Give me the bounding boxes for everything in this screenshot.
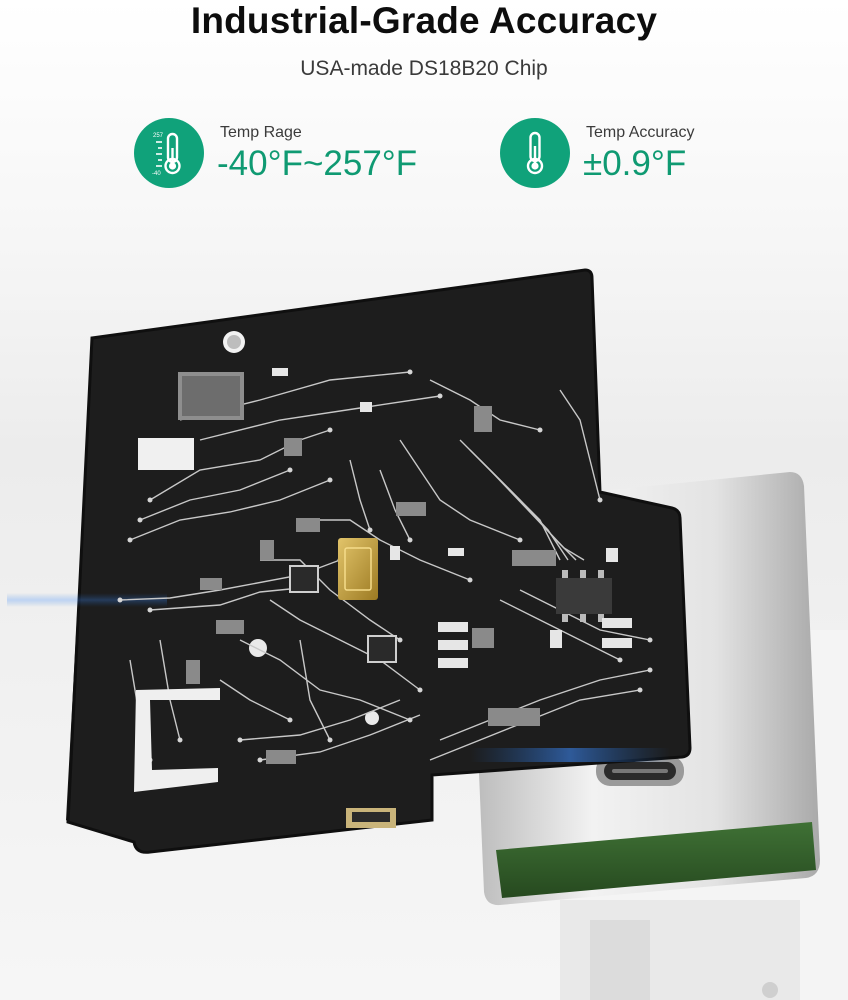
ic-chip — [556, 578, 612, 614]
scale-top-label: 257 — [153, 133, 164, 139]
page-title: Industrial-Grade Accuracy — [190, 0, 658, 41]
spec-temp-accuracy: Temp Accuracy ±0.9°F — [500, 116, 780, 190]
page-subtitle: USA-made DS18B20 Chip — [300, 57, 548, 80]
edge-glow — [470, 748, 670, 762]
thermometer-scale-icon: 257 -40 — [134, 118, 204, 188]
edge-connector — [134, 688, 220, 792]
connector-pad — [138, 438, 194, 470]
crystal-oscillator — [338, 538, 378, 600]
green-seal-strip — [496, 822, 816, 898]
sensor-ic — [367, 635, 397, 663]
scale-bottom-label: -40 — [152, 171, 161, 177]
spec-temp-range: 257 -40 Temp Rage -40°F~257°F — [134, 116, 434, 190]
spec-label: Temp Rage — [220, 124, 302, 141]
spec-label: Temp Accuracy — [586, 124, 695, 141]
sensor-ic — [289, 565, 319, 593]
spec-value: -40°F~257°F — [217, 144, 418, 183]
spec-value: ±0.9°F — [583, 144, 687, 183]
thermometer-icon — [500, 118, 570, 188]
